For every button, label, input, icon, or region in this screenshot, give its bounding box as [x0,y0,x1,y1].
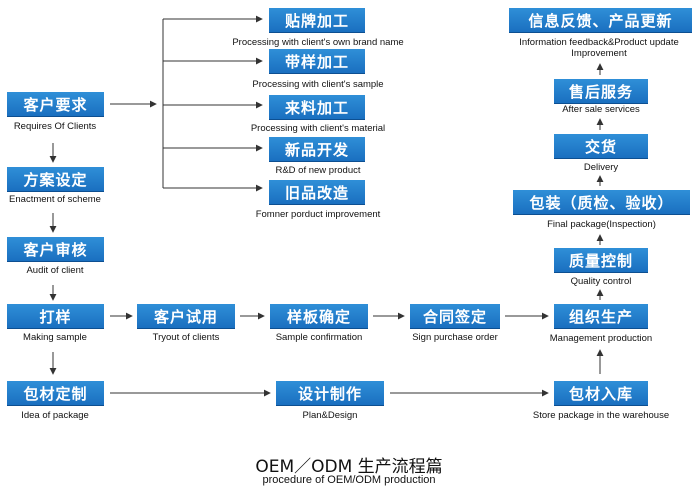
node-scheme-box: 方案设定 [7,167,104,191]
node-package-idea-label: Idea of package [21,410,89,421]
node-aftersale-label: After sale services [562,104,640,115]
node-audit-box: 客户审核 [7,237,104,261]
node-order-box: 合同签定 [410,304,500,328]
node-improve-box: 旧品改造 [269,180,365,204]
node-feedback-label-2: Improvement [571,48,627,59]
node-scheme-label: Enactment of scheme [9,194,101,205]
node-order-label: Sign purchase order [412,332,498,343]
node-rnd-box: 新品开发 [269,137,365,161]
node-production-box: 组织生产 [554,304,648,328]
node-feedback-label: Information feedback&Product update [519,37,679,48]
node-requires-box: 客户要求 [7,92,104,116]
node-confirm-label: Sample confirmation [275,332,363,343]
node-delivery-label: Delivery [583,162,619,173]
diagram-title-en: procedure of OEM/ODM production [262,474,436,486]
node-feedback-box: 信息反馈、产品更新 [509,8,692,32]
node-improve-label: Fomner porduct improvement [255,209,381,220]
node-plan-box: 设计制作 [276,381,384,405]
node-aftersale-box: 售后服务 [554,79,648,103]
node-sample-box: 打样 [7,304,104,328]
node-final-box: 包装（质检、验收） [513,190,690,214]
node-client-sample-box: 带样加工 [269,49,365,73]
node-delivery-box: 交货 [554,134,648,158]
diagram-title-cn: OEM／ODM 生产流程篇 [255,457,443,477]
node-package-idea-box: 包材定制 [7,381,104,405]
node-client-sample-label: Processing with client's sample [252,79,384,90]
node-quality-box: 质量控制 [554,248,648,272]
node-tryout-label: Tryout of clients [152,332,220,343]
node-material-label: Processing with client's material [250,123,386,134]
node-tryout-box: 客户试用 [137,304,235,328]
node-material-box: 来料加工 [269,95,365,119]
node-brand-box: 贴牌加工 [269,8,365,32]
node-sample-label: Making sample [23,332,87,343]
node-store-label: Store package in the warehouse [532,410,670,421]
node-final-label: Final package(Inspection) [547,219,656,230]
node-audit-label: Audit of client [26,265,84,276]
node-requires-label: Requires Of Clients [13,121,97,132]
node-store-box: 包材入库 [554,381,648,405]
node-confirm-box: 样板确定 [270,304,368,328]
node-rnd-label: R&D of new product [275,165,361,176]
node-brand-label: Processing with client's own brand name [232,37,404,48]
node-plan-label: Plan&Design [302,410,358,421]
node-quality-label: Quality control [570,276,632,287]
node-production-label: Management production [549,333,653,344]
